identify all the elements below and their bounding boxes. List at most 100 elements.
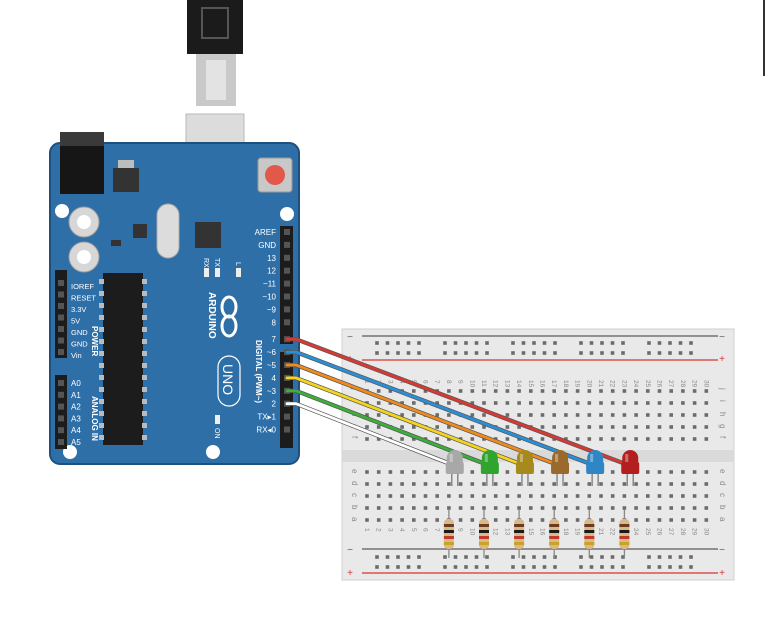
digital-pin-label: 8 [272,318,277,327]
breadboard-hole [532,555,536,559]
row-letter: h [718,412,727,416]
jumper-wires[interactable] [284,337,639,471]
led-dome [446,450,463,464]
column-number: 21 [597,380,604,388]
chip-pin [99,387,104,392]
breadboard-hole [412,518,416,522]
breadboard-hole [376,389,381,393]
header-hole [58,403,64,410]
red-led[interactable] [621,450,640,486]
jumper-wire[interactable] [285,389,498,470]
breadboard-hole [564,437,568,441]
breadboard-hole [599,506,603,510]
orange-led[interactable] [551,450,570,486]
breadboard-hole [540,389,545,393]
breadboard[interactable]: −−++−−++ 1122334455667788991010111112121… [341,328,735,581]
breadboard-hole [669,389,673,393]
breadboard-hole [417,565,421,569]
breadboard-hole [599,437,603,441]
breadboard-hole [622,482,627,486]
column-number: 13 [503,528,510,536]
breadboard-hole [485,565,489,569]
resistor-band [549,536,560,539]
analog-pin-label: A1 [71,391,81,400]
breadboard-hole [575,389,580,393]
breadboard-hole [385,565,390,569]
breadboard-hole [400,401,404,405]
breadboard-hole [365,470,369,474]
breadboard-hole [470,413,475,417]
column-number: 13 [503,380,510,388]
breadboard-hole [529,413,533,417]
breadboard-hole [678,565,683,569]
jumper-wire[interactable] [285,402,463,470]
breadboard-hole [464,555,468,559]
breadboard-hole [553,565,557,569]
resistor[interactable] [514,510,525,558]
white-led[interactable] [445,450,464,486]
row-letter: g [718,424,727,428]
on-led-indicator [215,415,220,424]
breadboard-hole [589,351,594,355]
breadboard-hole [435,518,439,522]
breadboard-hole [458,506,463,510]
analog-pin-label: A5 [71,438,81,447]
breadboard-hole [458,494,463,498]
resistors[interactable] [443,510,630,558]
chip-pin [99,339,104,344]
leds[interactable] [445,450,640,486]
breadboard-hole [511,341,515,345]
header-hole [284,413,290,420]
breadboard-hole [669,506,673,510]
breadboard-hole [564,518,568,522]
digital-pin-label: ~3 [267,387,277,396]
breadboard-hole [521,565,526,569]
green-led[interactable] [480,450,499,486]
breadboard-hole [435,482,439,486]
breadboard-hole [657,565,662,569]
jumper-wire[interactable] [285,376,533,470]
breadboard-hole [610,482,615,486]
breadboard-hole [376,506,381,510]
column-number: 3 [386,528,393,532]
breadboard-hole [493,494,498,498]
breadboard-hole [485,351,489,355]
resistor[interactable] [584,510,595,558]
breadboard-hole [681,425,685,429]
resistor[interactable] [619,510,630,558]
jumper-wire[interactable] [285,363,568,470]
blue-led[interactable] [586,450,605,486]
power-pin-label: GND [71,328,88,337]
resistor[interactable] [549,510,560,558]
breadboard-hole [646,437,650,441]
breadboard-hole [704,425,709,429]
breadboard-hole [669,494,673,498]
yellow-led[interactable] [515,450,534,486]
breadboard-hole [443,565,447,569]
breadboard-hole [517,389,521,393]
breadboard-hole [657,389,662,393]
reset-button[interactable] [265,165,285,185]
breadboard-hole [517,425,521,429]
digital-pin-label: ~11 [263,280,277,289]
arduino-uno-board[interactable]: IOREFRESET3.3V5VGNDGNDVinA0A1A2A3A4A5ARE… [49,132,300,465]
breadboard-hole [681,470,685,474]
column-number: 20 [585,380,592,388]
resistor[interactable] [443,510,454,558]
breadboard-hole [423,389,428,393]
analog-pin-label: A0 [71,379,81,388]
breadboard-hole [622,506,627,510]
resistor[interactable] [479,510,489,558]
digital-pin-label: 12 [267,267,276,276]
column-number: 16 [539,380,546,388]
breadboard-hole [412,482,416,486]
jumper-wire[interactable] [285,350,603,470]
rail-plus-label: + [347,568,353,579]
breadboard-hole [447,425,451,429]
breadboard-hole [600,351,604,355]
jumper-wire[interactable] [285,337,638,470]
breadboard-hole [412,401,416,405]
breadboard-hole [552,413,556,417]
